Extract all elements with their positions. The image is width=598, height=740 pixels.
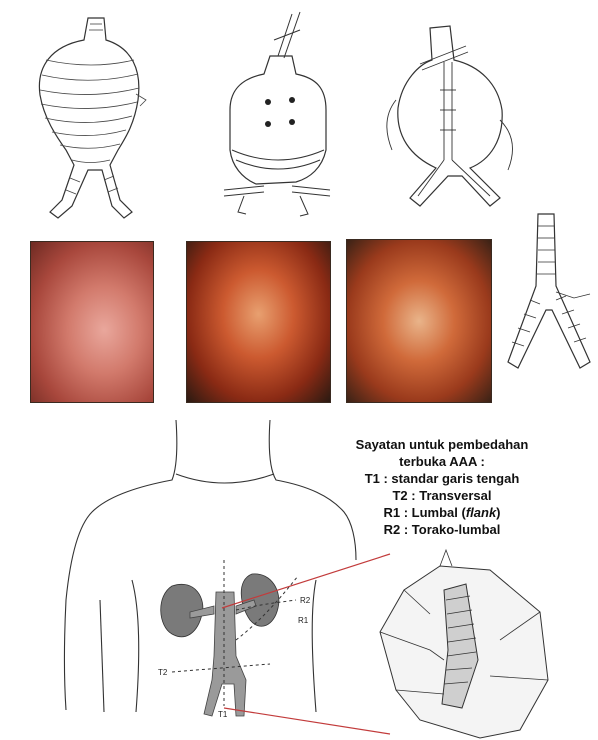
legend-code: T1 <box>365 471 380 486</box>
legend-item-r2: R2 : Torako-lumbal <box>318 521 566 538</box>
label-r2: R2 <box>300 596 310 605</box>
label-t2: T2 <box>158 668 167 677</box>
legend-after: ) <box>496 505 500 520</box>
label-t1: T1 <box>218 710 227 719</box>
legend-text: Torako-lumbal <box>412 522 501 537</box>
legend-code: R2 <box>384 522 401 537</box>
legend-text: Transversal <box>419 488 491 503</box>
incision-legend: Sayatan untuk pembedahan terbuka AAA : T… <box>318 436 566 538</box>
legend-code: T2 <box>392 488 407 503</box>
surgical-photo-1 <box>30 241 154 403</box>
legend-code: R1 <box>383 505 400 520</box>
legend-item-r1: R1 : Lumbal (flank) <box>318 504 566 521</box>
legend-text: standar garis tengah <box>391 471 519 486</box>
legend-title: Sayatan untuk pembedahan <box>318 436 566 453</box>
legend-text: Lumbal ( <box>412 505 466 520</box>
legend-italic: flank <box>466 505 496 520</box>
label-r1: R1 <box>298 616 308 625</box>
legend-item-t1: T1 : standar garis tengah <box>318 470 566 487</box>
surgical-photo-2 <box>186 241 331 403</box>
legend-item-t2: T2 : Transversal <box>318 487 566 504</box>
legend-title-2: terbuka AAA : <box>318 453 566 470</box>
surgical-photo-3 <box>346 239 492 403</box>
